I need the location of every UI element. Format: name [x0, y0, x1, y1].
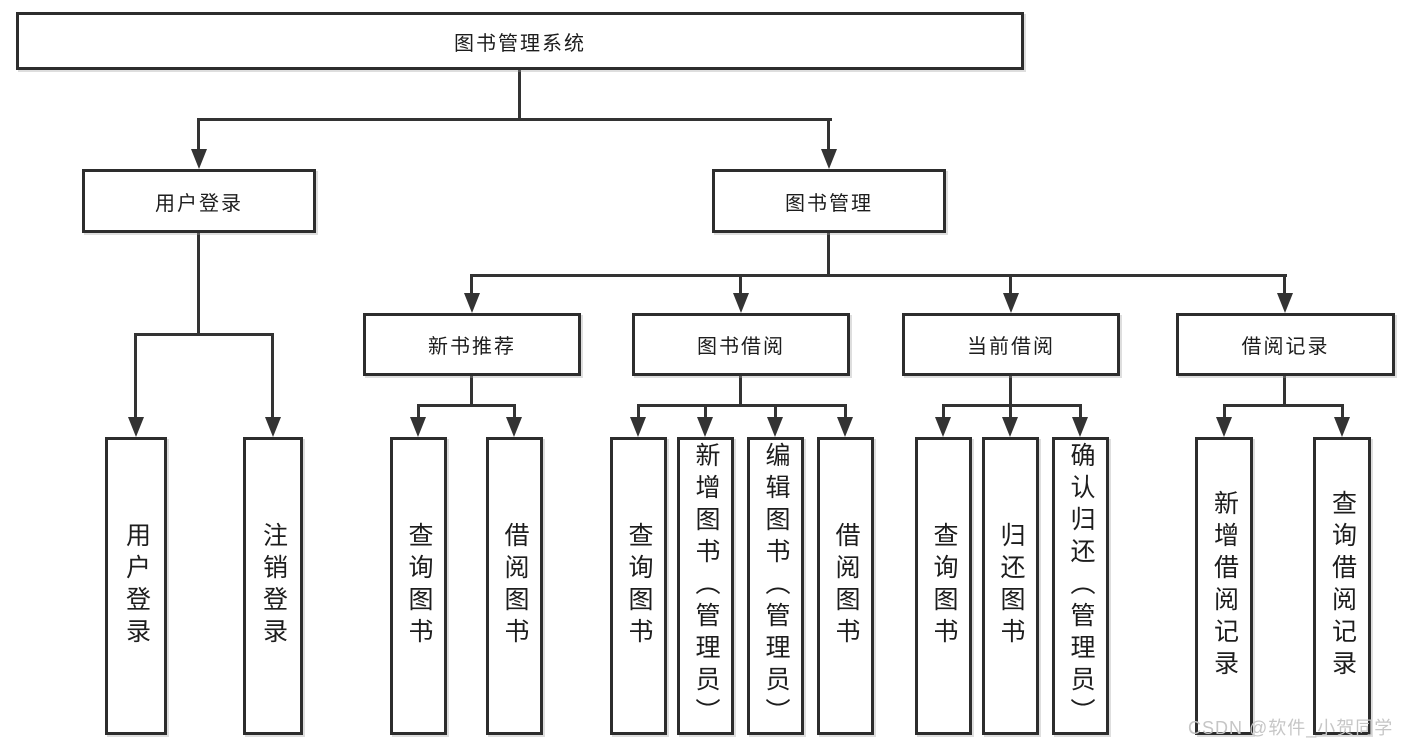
- arrowhead-down-icon: [1334, 417, 1350, 437]
- connector-line: [197, 233, 200, 336]
- arrowhead-down-icon: [410, 417, 426, 437]
- leaf-query-book-recommend-label: 查询图书: [405, 522, 433, 650]
- connector-line: [1009, 274, 1012, 296]
- node-current-borrow-label: 当前借阅: [967, 336, 1055, 358]
- leaf-return-book: 归还图书: [982, 437, 1039, 735]
- arrowhead-down-icon: [767, 417, 783, 437]
- leaf-query-book-current-label: 查询图书: [930, 522, 958, 650]
- connector-line: [417, 404, 420, 420]
- connector-line: [134, 333, 137, 419]
- leaf-borrow-book-label: 借阅图书: [832, 522, 860, 650]
- leaf-borrow-book-recommend: 借阅图书: [486, 437, 543, 735]
- arrowhead-down-icon: [1216, 417, 1232, 437]
- node-root: 图书管理系统: [16, 12, 1024, 70]
- node-borrow-records: 借阅记录: [1176, 313, 1395, 376]
- arrowhead-down-icon: [1277, 293, 1293, 313]
- connector-line: [844, 404, 847, 420]
- leaf-user-login-label: 用户登录: [122, 522, 151, 650]
- connector-line: [1223, 404, 1344, 407]
- leaf-logout-label: 注销登录: [259, 522, 288, 650]
- node-user-login: 用户登录: [82, 169, 316, 233]
- leaf-add-book-admin-label: 新增图书（管理员）: [692, 442, 720, 730]
- node-new-book-recommend-label: 新书推荐: [428, 336, 516, 358]
- leaf-add-borrow-record-label: 新增借阅记录: [1210, 490, 1239, 682]
- arrowhead-down-icon: [630, 417, 646, 437]
- connector-line: [417, 404, 516, 407]
- connector-line: [470, 274, 1287, 277]
- leaf-query-book-current: 查询图书: [915, 437, 972, 735]
- leaf-add-borrow-record: 新增借阅记录: [1195, 437, 1253, 735]
- connector-line: [470, 376, 473, 407]
- connector-line: [1283, 274, 1286, 296]
- connector-line: [518, 70, 521, 120]
- connector-line: [1079, 404, 1082, 420]
- connector-line: [513, 404, 516, 420]
- connector-line: [1283, 376, 1286, 407]
- arrowhead-down-icon: [935, 417, 951, 437]
- connector-line: [704, 404, 707, 420]
- node-book-management-label: 图书管理: [785, 192, 873, 215]
- connector-line: [271, 333, 274, 419]
- node-root-label: 图书管理系统: [454, 32, 586, 55]
- leaf-query-book-recommend: 查询图书: [390, 437, 447, 735]
- node-current-borrow: 当前借阅: [902, 313, 1120, 376]
- connector-line: [942, 404, 945, 420]
- node-new-book-recommend: 新书推荐: [363, 313, 581, 376]
- leaf-add-book-admin: 新增图书（管理员）: [677, 437, 734, 735]
- leaf-edit-book-admin: 编辑图书（管理员）: [747, 437, 804, 735]
- arrowhead-down-icon: [1072, 417, 1088, 437]
- leaf-borrow-book-recommend-label: 借阅图书: [501, 522, 529, 650]
- node-book-borrow-label: 图书借阅: [697, 336, 785, 358]
- connector-line: [197, 118, 200, 151]
- arrowhead-down-icon: [464, 293, 480, 313]
- leaf-query-borrow-record-label: 查询借阅记录: [1328, 490, 1357, 682]
- leaf-edit-book-admin-label: 编辑图书（管理员）: [762, 442, 790, 730]
- arrowhead-down-icon: [191, 149, 207, 169]
- arrowhead-down-icon: [128, 417, 144, 437]
- connector-line: [637, 404, 847, 407]
- node-user-login-label: 用户登录: [155, 192, 243, 215]
- leaf-logout: 注销登录: [243, 437, 303, 735]
- connector-line: [739, 376, 742, 407]
- connector-line: [1341, 404, 1344, 420]
- leaf-query-borrow-record: 查询借阅记录: [1313, 437, 1371, 735]
- arrowhead-down-icon: [837, 417, 853, 437]
- arrowhead-down-icon: [265, 417, 281, 437]
- arrowhead-down-icon: [821, 149, 837, 169]
- connector-line: [198, 118, 832, 121]
- connector-line: [637, 404, 640, 420]
- leaf-query-book-borrow: 查询图书: [610, 437, 667, 735]
- leaf-confirm-return-admin: 确认归还（管理员）: [1052, 437, 1109, 735]
- arrowhead-down-icon: [697, 417, 713, 437]
- csdn-watermark: CSDN @软件_小贺同学: [1188, 718, 1394, 738]
- leaf-user-login: 用户登录: [105, 437, 167, 735]
- leaf-query-book-borrow-label: 查询图书: [625, 522, 653, 650]
- connector-line: [739, 274, 742, 296]
- node-book-management: 图书管理: [712, 169, 946, 233]
- connector-line: [774, 404, 777, 420]
- connector-line: [1223, 404, 1226, 420]
- connector-line: [827, 118, 830, 151]
- node-borrow-records-label: 借阅记录: [1241, 336, 1330, 358]
- connector-line: [134, 333, 274, 336]
- connector-line: [1009, 376, 1012, 407]
- connector-line: [470, 274, 473, 296]
- arrowhead-down-icon: [506, 417, 522, 437]
- leaf-return-book-label: 归还图书: [997, 522, 1025, 650]
- connector-line: [1009, 404, 1012, 420]
- leaf-confirm-return-admin-label: 确认归还（管理员）: [1067, 442, 1095, 730]
- arrowhead-down-icon: [733, 293, 749, 313]
- connector-line: [827, 233, 830, 277]
- connector-line: [942, 404, 1082, 407]
- node-book-borrow: 图书借阅: [632, 313, 850, 376]
- arrowhead-down-icon: [1003, 293, 1019, 313]
- arrowhead-down-icon: [1002, 417, 1018, 437]
- leaf-borrow-book: 借阅图书: [817, 437, 874, 735]
